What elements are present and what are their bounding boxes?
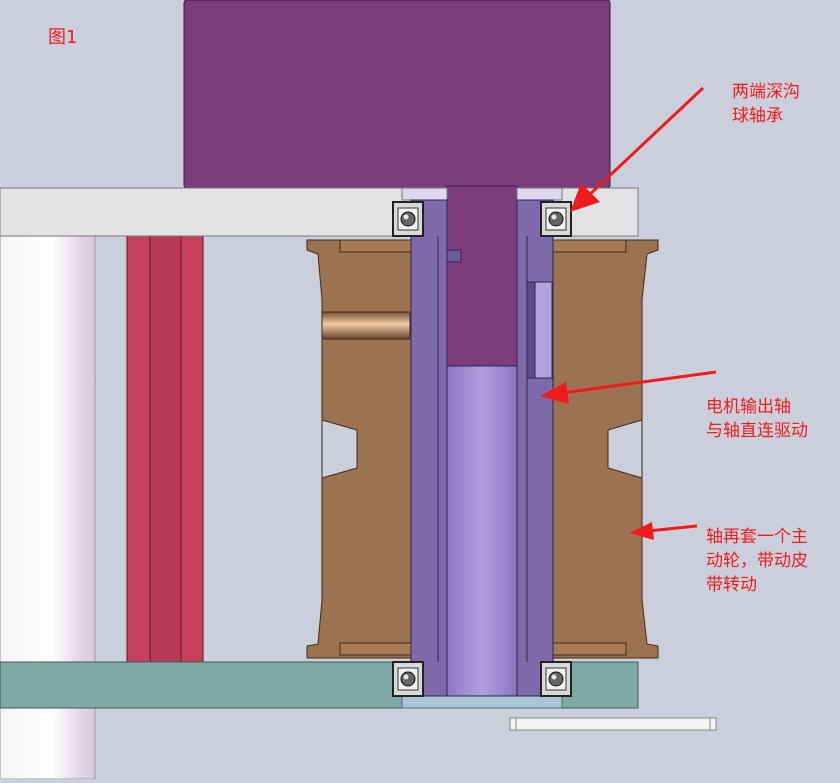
top-plate [0, 187, 639, 237]
motor-body [183, 0, 611, 369]
annotation-bearing-line-1: 两端深沟 [732, 82, 800, 102]
annotation-arrows [540, 86, 717, 540]
pulley-hub [410, 199, 554, 697]
figure-label: 图1 [48, 27, 78, 48]
bearing-bottom-left [392, 661, 424, 697]
annotation-shaft-line-2: 与轴直连驱动 [706, 421, 808, 441]
annotation-pulley-line-2: 动轮，带动皮 [706, 551, 808, 571]
bearing-bottom-right [540, 661, 572, 697]
belt-strands [126, 235, 204, 663]
output-shaft [446, 365, 518, 697]
bearing-top-left [392, 201, 424, 237]
annotation-bearing-line-2: 球轴承 [732, 106, 783, 126]
annotation-bearing: 两端深沟 球轴承 [732, 80, 800, 128]
bottom-plate [0, 661, 717, 731]
pulley-right-half [547, 239, 659, 659]
annotation-pulley: 轴再套一个主 动轮，带动皮 带转动 [706, 525, 808, 597]
annotation-shaft: 电机输出轴 与轴直连驱动 [706, 395, 808, 443]
annotation-shaft-line-1: 电机输出轴 [706, 397, 791, 417]
deep-groove-ball-bearings [392, 201, 572, 697]
pulley-left-half [306, 239, 417, 659]
annotation-pulley-line-1: 轴再套一个主 [706, 527, 808, 547]
annotation-pulley-line-3: 带转动 [706, 575, 757, 595]
bearing-top-right [540, 201, 572, 237]
